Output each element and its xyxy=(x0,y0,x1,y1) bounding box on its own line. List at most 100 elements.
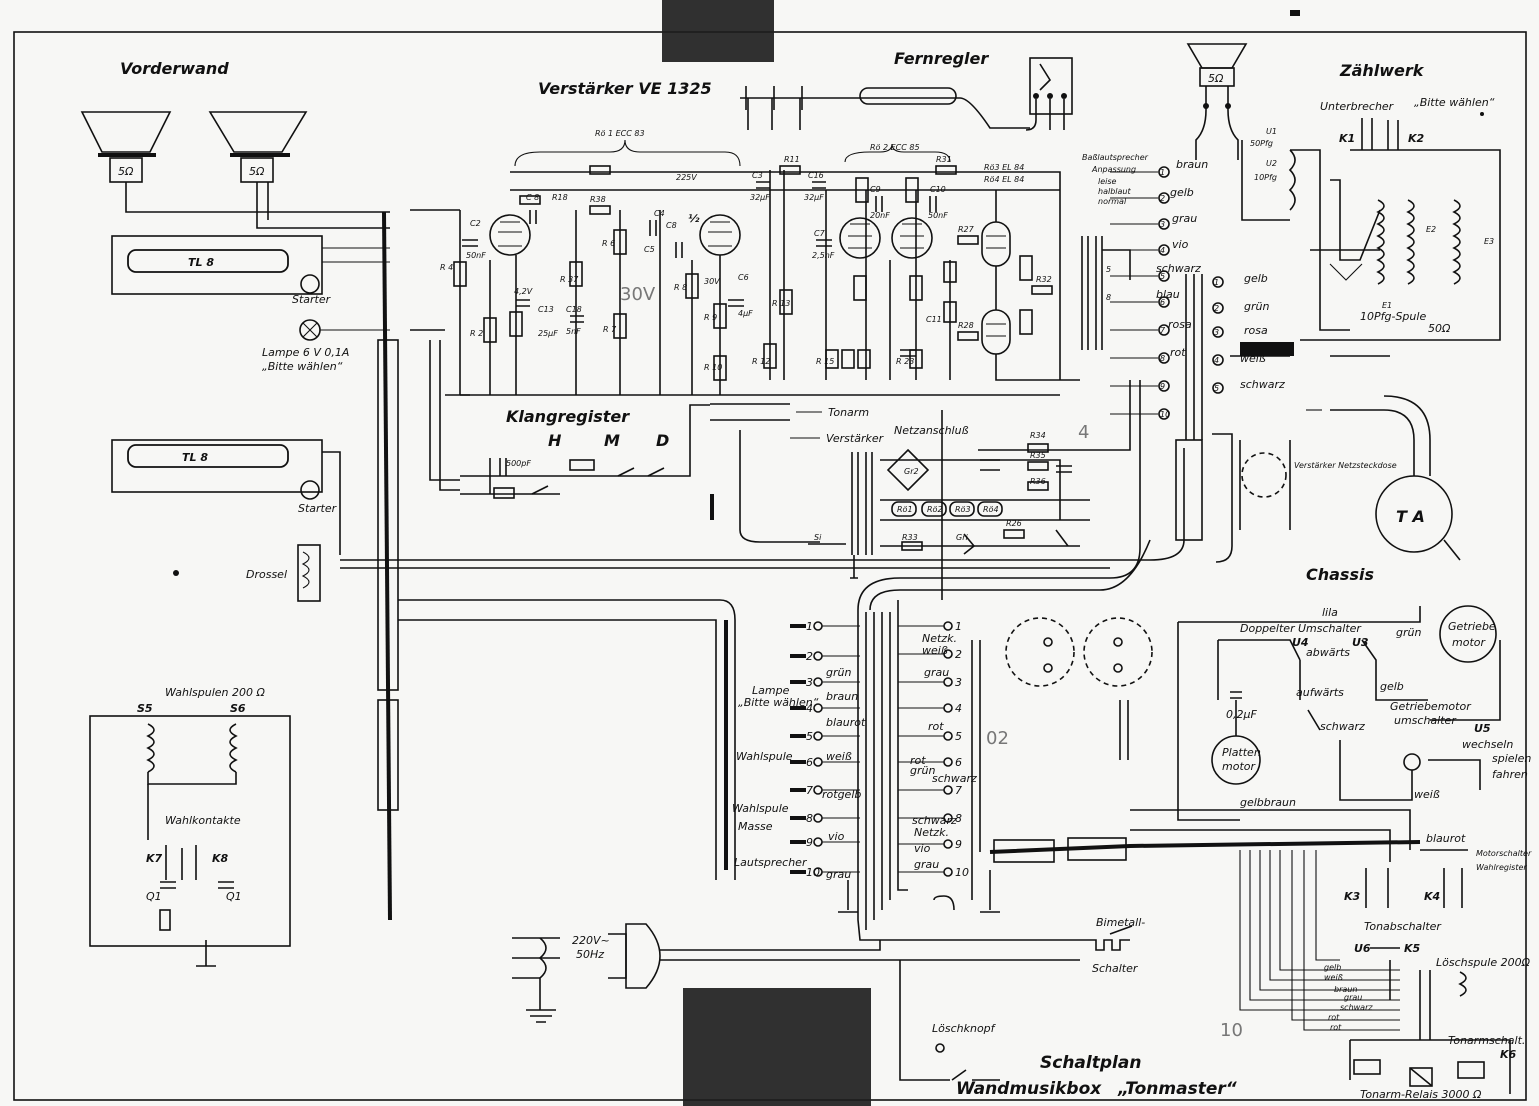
starter-bottom-icon xyxy=(300,480,320,500)
lamp-bitte-waehlen: Lampe 6 V 0,1A „Bitte wählen“ xyxy=(262,319,390,373)
amp-terminal xyxy=(1158,296,1170,308)
amp-terminal-number: 3 xyxy=(1160,220,1165,229)
strip-left-number: 9 xyxy=(806,836,813,849)
svg-text:Wahlspulen 200 Ω: Wahlspulen 200 Ω xyxy=(165,686,266,699)
strip-left-number: 3 xyxy=(806,676,813,689)
svg-text:schwarz: schwarz xyxy=(1320,720,1365,733)
power-supply: Gr2 Rö1 Rö2 Rö3 Rö4 R33 R26 Gri Si R34 R… xyxy=(808,380,1131,600)
svg-text:Doppelter: Doppelter xyxy=(1240,622,1296,635)
svg-text:R38: R38 xyxy=(590,195,606,204)
svg-text:schwarz: schwarz xyxy=(912,814,957,827)
svg-text:50Hz: 50Hz xyxy=(576,948,604,961)
right-terminal xyxy=(1212,276,1224,288)
svg-text:motor: motor xyxy=(1222,760,1256,773)
svg-text:Masse: Masse xyxy=(738,820,773,833)
svg-text:rosa: rosa xyxy=(1168,318,1192,331)
strip-left-terminal xyxy=(813,621,823,631)
svg-text:220V~: 220V~ xyxy=(572,934,610,947)
svg-text:Si: Si xyxy=(814,533,822,542)
getriebemotor-icon xyxy=(1439,605,1497,663)
amp-terminal-number: 2 xyxy=(1160,194,1165,203)
svg-text:Rö 2 ECC 85: Rö 2 ECC 85 xyxy=(870,143,920,152)
svg-text:5: 5 xyxy=(1106,265,1111,274)
svg-text:rot: rot xyxy=(1330,1023,1342,1032)
amp-terminal xyxy=(1158,408,1170,420)
svg-text:Rö2: Rö2 xyxy=(927,505,943,514)
strip-right-terminal xyxy=(943,757,953,767)
svg-text:rot: rot xyxy=(1328,1013,1340,1022)
svg-text:C9: C9 xyxy=(870,185,881,194)
svg-text:50nF: 50nF xyxy=(466,251,486,260)
svg-text:K2: K2 xyxy=(1408,132,1425,145)
svg-text:C18: C18 xyxy=(566,305,582,314)
svg-text:abwärts: abwärts xyxy=(1306,646,1350,659)
svg-text:K6: K6 xyxy=(1500,1048,1517,1061)
svg-text:Verstärker Netzsteckdose: Verstärker Netzsteckdose xyxy=(1294,461,1397,470)
svg-text:„Bitte wählen“: „Bitte wählen“ xyxy=(1414,96,1495,109)
svg-text:blaurot: blaurot xyxy=(826,716,866,729)
svg-text:Rö 1 ECC 83: Rö 1 ECC 83 xyxy=(595,129,645,138)
right-terminal-labels: gelb grün rosa weiß schwarz xyxy=(1240,272,1285,391)
svg-text:0,2μF: 0,2μF xyxy=(1226,708,1257,721)
strip-right-terminal xyxy=(943,621,953,631)
svg-text:umschalter: umschalter xyxy=(1394,714,1457,727)
strip-right-number: 5 xyxy=(955,730,962,743)
svg-text:T A: T A xyxy=(1396,507,1425,526)
svg-text:weiß: weiß xyxy=(826,750,852,763)
bracket-roe1 xyxy=(514,139,741,167)
amp-terminal-number: 4 xyxy=(1160,246,1165,255)
svg-text:R 7: R 7 xyxy=(603,325,617,334)
svg-text:vio: vio xyxy=(1172,238,1189,251)
svg-text:Anpassung: Anpassung xyxy=(1091,165,1136,174)
svg-text:U4: U4 xyxy=(1292,636,1309,649)
svg-text:Rö4 EL 84: Rö4 EL 84 xyxy=(984,175,1024,184)
svg-text:weiß: weiß xyxy=(1324,973,1343,982)
svg-text:R 10: R 10 xyxy=(704,363,722,372)
svg-text:rot: rot xyxy=(928,720,944,733)
svg-text:R26: R26 xyxy=(1006,519,1022,528)
svg-text:Q1: Q1 xyxy=(226,890,242,903)
svg-text:E2: E2 xyxy=(1426,225,1436,234)
amp-terminal-number: 1 xyxy=(1160,168,1165,177)
svg-text:wechseln: wechseln xyxy=(1462,738,1513,751)
tape-bottom xyxy=(683,988,871,1106)
svg-text:Gri: Gri xyxy=(956,533,968,542)
svg-text:C5: C5 xyxy=(644,245,655,254)
strip-right-number: 4 xyxy=(955,702,962,715)
svg-text:C7: C7 xyxy=(814,229,826,238)
terminal-strip-right-labels: Netzk. weiß grau rot rot grün schwarz sc… xyxy=(910,632,977,871)
svg-text:U5: U5 xyxy=(1474,722,1491,735)
svg-text:Tonarm-Relais 3000 Ω: Tonarm-Relais 3000 Ω xyxy=(1360,1088,1482,1101)
svg-text:Schalter: Schalter xyxy=(1092,962,1139,975)
right-terminal-number: 4 xyxy=(1214,356,1219,365)
strip-left-terminal xyxy=(813,651,823,661)
amp-terminal xyxy=(1158,192,1170,204)
svg-text:225V: 225V xyxy=(676,173,697,182)
svg-text:spielen: spielen xyxy=(1492,752,1531,765)
svg-text:braun: braun xyxy=(1334,985,1357,994)
strip-right-number: 1 xyxy=(955,620,962,633)
svg-text:gelb: gelb xyxy=(1380,680,1404,693)
svg-text:50Ω: 50Ω xyxy=(1428,322,1451,335)
right-terminal-number: 2 xyxy=(1214,304,1219,313)
svg-text:halblaut: halblaut xyxy=(1098,187,1131,196)
amp-terminal xyxy=(1158,166,1170,178)
amp-terminal-number: 8 xyxy=(1160,354,1165,363)
resistor-r4 xyxy=(589,165,611,175)
svg-text:32μF: 32μF xyxy=(804,193,824,202)
svg-text:schwarz: schwarz xyxy=(1156,262,1201,275)
strip-left-number: 4 xyxy=(806,702,813,715)
svg-text:20nF: 20nF xyxy=(870,211,890,220)
svg-text:R36: R36 xyxy=(1030,477,1046,486)
svg-text:leise: leise xyxy=(1098,177,1117,186)
right-terminal-number: 1 xyxy=(1214,278,1219,287)
svg-text:5nF: 5nF xyxy=(566,327,581,336)
svg-text:R11: R11 xyxy=(784,155,800,164)
svg-text:C4: C4 xyxy=(654,209,665,218)
svg-text:Drossel: Drossel xyxy=(246,568,287,581)
zaehlwerk-block: Unterbrecher „Bitte wählen“ K1 K2 U1 50P… xyxy=(1241,96,1501,341)
svg-text:S6: S6 xyxy=(230,702,246,715)
svg-text:grün: grün xyxy=(910,764,935,777)
schaltplan-subtitle-a: Wandmusikbox xyxy=(956,1079,1102,1099)
